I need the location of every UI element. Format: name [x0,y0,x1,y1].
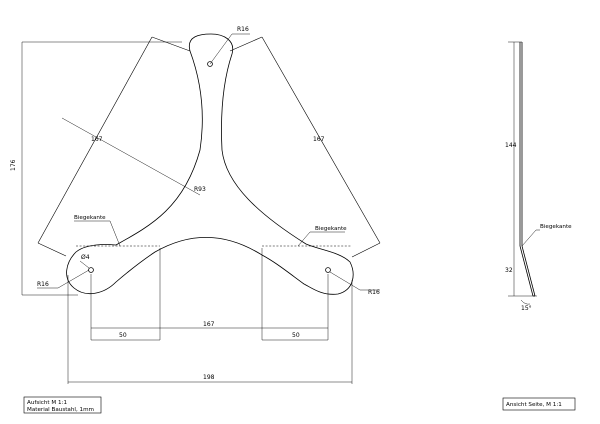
triangle-top-left-connector [151,36,191,52]
label-height-176: 176 [10,159,17,171]
angle-arc [520,299,531,305]
triangle-top-right-connector [229,36,263,52]
triangle-right-tail [351,242,381,258]
label-r16-left: R16 [37,281,49,288]
caption-top-line1: Aufsicht M 1:1 [27,400,67,406]
triangle-left-edge [37,36,153,244]
label-r16-top: R16 [237,26,249,33]
side-view: 144 32 Biegekante 15° [505,41,572,312]
top-view: R16 R93 167 167 176 Biegekante Biegekant… [10,26,381,384]
label-width-167: 167 [203,321,215,328]
caption-side-box: Ansicht Seite, M 1:1 [502,397,576,411]
label-bend-left: Biegekante [74,215,106,221]
label-height-144: 144 [505,142,517,149]
leader-hole-dia [79,260,90,269]
leader-r16-top [209,33,250,65]
label-hole-dia: Ø4 [81,254,90,261]
hole-right [325,267,331,273]
label-height-32: 32 [505,267,513,274]
leader-bend-side [521,229,540,247]
hole-top [207,61,213,67]
caption-side-line1: Ansicht Seite, M 1:1 [506,402,562,408]
label-r93: R93 [194,186,206,193]
label-angle: 15° [521,305,532,312]
caption-top-line2: Material Baustahl, 1mm [27,407,94,413]
caption-top-box: Aufsicht M 1:1 Material Baustahl, 1mm [23,396,102,414]
triangle-left-tail [37,242,67,257]
label-bend-side: Biegekante [540,224,572,230]
leader-r16-right [329,271,380,291]
label-side-left: 167 [91,136,103,143]
leader-r16-left [37,269,90,289]
sheet-bent [519,245,534,297]
leader-r93 [61,117,201,196]
label-width-198: 198 [203,374,215,381]
label-bend-right: Biegekante [315,226,347,232]
label-50-left: 50 [119,332,127,339]
triangle-right-edge [261,36,381,244]
leader-bend-right [297,231,345,247]
sheet-bent-inner [521,245,536,297]
label-r16-right: R16 [368,289,380,296]
label-50-right: 50 [292,332,300,339]
label-side-right: 167 [313,136,325,143]
part-outline [66,33,354,295]
leader-bend-left [74,220,121,247]
hole-left [88,267,94,273]
